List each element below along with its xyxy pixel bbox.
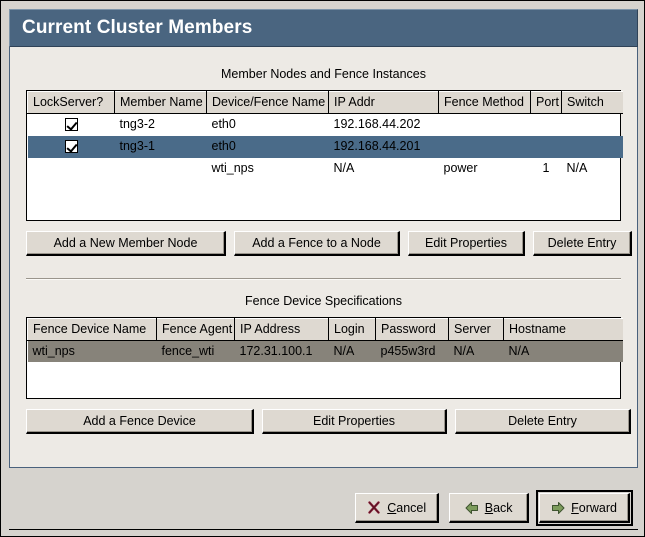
fence-device-name-cell: wti_nps (27, 340, 157, 362)
col-hostname[interactable]: Hostname (503, 317, 623, 341)
edit-fence-properties-button[interactable]: Edit Properties (262, 409, 447, 434)
ip-addr-cell: N/A (333, 161, 355, 175)
cancel-button-label: Cancel (387, 501, 426, 515)
section-divider (26, 277, 621, 280)
arrow-right-icon (551, 501, 565, 515)
fence-method-cell (439, 114, 531, 136)
fence-method-cell (438, 135, 531, 158)
hostname-cell: N/A (503, 340, 623, 362)
cancel-label-suffix: ancel (396, 500, 427, 515)
table-header-row: Fence Device Name Fence Agent IP Address… (27, 317, 623, 341)
fence-method-cell: power (443, 161, 478, 175)
ip-addr-cell: 192.168.44.201 (328, 135, 439, 158)
member-name-cell: tng3-1 (114, 135, 207, 158)
device-fence-name-cell: eth0 (206, 135, 329, 158)
col-ip-addr[interactable]: IP Addr (328, 91, 439, 114)
table-row[interactable]: tng3-1 eth0 192.168.44.201 (27, 135, 623, 158)
table-row[interactable]: wti_nps N/A power 1 N/A (28, 158, 623, 180)
switch-cell: N/A (566, 161, 588, 175)
fence-table-empty-area (27, 362, 620, 398)
dialog-content-panel: Member Nodes and Fence Instances LockSer… (9, 47, 638, 468)
fence-section-heading: Fence Device Specifications (244, 293, 403, 308)
dialog-titlebar: Current Cluster Members (9, 9, 638, 47)
device-fence-name-cell: wti_nps (211, 161, 254, 175)
delete-entry-button[interactable]: Delete Entry (533, 230, 632, 256)
page-title: Current Cluster Members (22, 17, 253, 38)
lockserver-cell (28, 158, 115, 180)
col-login[interactable]: Login (328, 317, 376, 341)
member-name-cell: tng3-2 (119, 117, 155, 132)
member-nodes-table-container: LockServer? Member Name Device/Fence Nam… (26, 90, 623, 221)
col-fence-device-name[interactable]: Fence Device Name (27, 317, 157, 341)
forward-label-suffix: orward (578, 500, 617, 515)
lockserver-checkbox[interactable] (64, 118, 78, 132)
back-button[interactable]: Back (449, 493, 530, 523)
port-cell: 1 (542, 161, 550, 175)
add-fence-to-node-button[interactable]: Add a Fence to a Node (234, 230, 400, 256)
cancel-button[interactable]: Cancel (355, 493, 440, 523)
table-header-row: LockServer? Member Name Device/Fence Nam… (27, 91, 623, 114)
col-server[interactable]: Server (448, 317, 504, 341)
forward-button[interactable]: Forward (536, 490, 633, 526)
back-label-suffix: ack (493, 500, 513, 515)
arrow-left-icon (465, 501, 479, 515)
col-password[interactable]: Password (375, 317, 449, 341)
col-lockserver[interactable]: LockServer? (27, 91, 115, 114)
col-ip-address[interactable]: IP Address (234, 317, 329, 341)
switch-cell (561, 135, 623, 158)
col-port[interactable]: Port (530, 91, 562, 114)
device-fence-name-cell: eth0 (211, 117, 236, 132)
delete-fence-entry-button[interactable]: Delete Entry (455, 409, 631, 434)
col-fence-agent[interactable]: Fence Agent (156, 317, 235, 341)
port-cell (530, 135, 562, 158)
fence-devices-table-container: Fence Device Name Fence Agent IP Address… (26, 316, 623, 399)
member-section-heading: Member Nodes and Fence Instances (221, 67, 426, 81)
ip-address-cell: 172.31.100.1 (234, 340, 329, 362)
col-member-name[interactable]: Member Name (114, 91, 207, 114)
forward-button-label: Forward (571, 501, 617, 515)
lockserver-checkbox[interactable] (64, 140, 78, 154)
cancel-mnemonic: C (387, 500, 397, 515)
fence-devices-table: Fence Device Name Fence Agent IP Address… (27, 317, 623, 362)
password-cell: p455w3rd (375, 340, 449, 362)
server-cell: N/A (448, 340, 504, 362)
member-actions-row: Add a New Member Node Add a Fence to a N… (26, 230, 632, 256)
port-cell (531, 114, 562, 136)
table-row[interactable]: wti_nps fence_wti 172.31.100.1 N/A p455w… (27, 340, 623, 362)
fence-actions-row: Add a Fence Device Edit Properties Delet… (26, 409, 631, 434)
table-row[interactable]: tng3-2 eth0 192.168.44.202 (28, 114, 623, 136)
dialog-action-bar: Cancel Back Forward (9, 487, 638, 529)
add-fence-device-button[interactable]: Add a Fence Device (26, 409, 254, 434)
col-switch[interactable]: Switch (561, 91, 623, 114)
action-bar-bottom-rule (9, 529, 638, 530)
member-nodes-table: LockServer? Member Name Device/Fence Nam… (27, 91, 623, 180)
col-device-fence-name[interactable]: Device/Fence Name (206, 91, 329, 114)
col-fence-method[interactable]: Fence Method (438, 91, 531, 114)
member-table-empty-area (27, 179, 620, 220)
switch-cell (562, 114, 623, 136)
back-mnemonic: B (484, 500, 494, 515)
member-name-cell (115, 158, 207, 180)
lockserver-cell[interactable] (28, 114, 115, 136)
cancel-x-icon (367, 500, 381, 515)
fence-agent-cell: fence_wti (156, 340, 235, 362)
back-button-label: Back (485, 501, 513, 515)
forward-mnemonic: F (571, 500, 579, 515)
login-cell: N/A (328, 340, 376, 362)
add-new-member-node-button[interactable]: Add a New Member Node (26, 230, 226, 256)
edit-properties-button[interactable]: Edit Properties (408, 230, 525, 256)
ip-addr-cell: 192.168.44.202 (333, 117, 421, 132)
lockserver-cell[interactable] (27, 135, 115, 158)
